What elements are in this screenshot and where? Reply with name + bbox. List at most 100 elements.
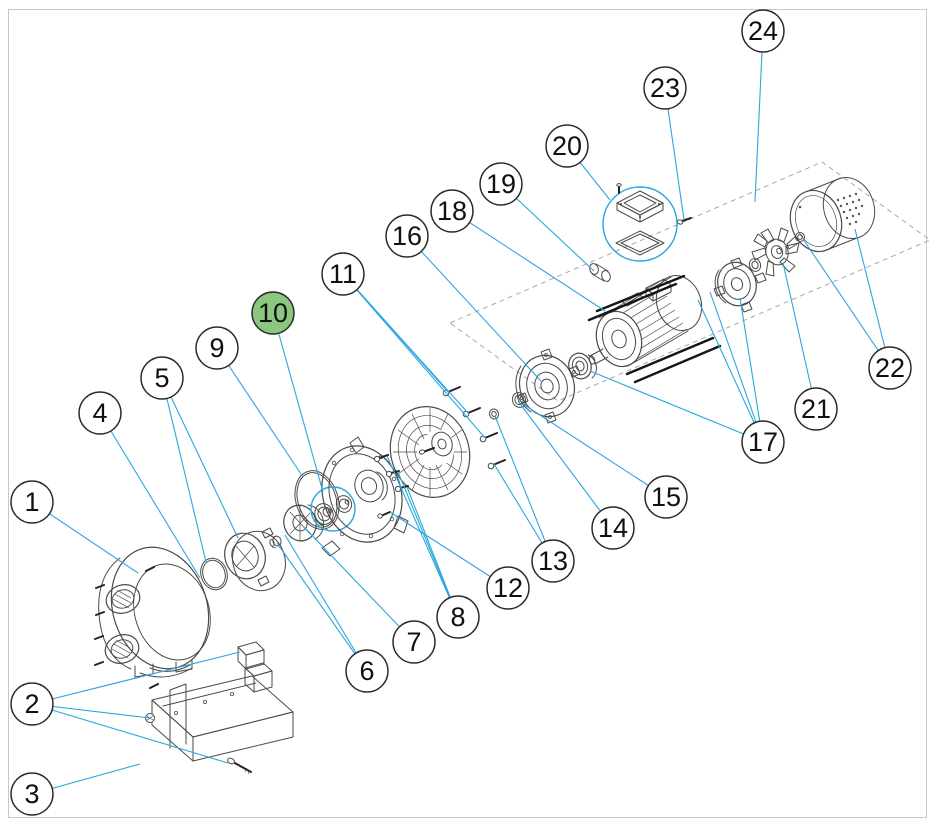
callout-23[interactable]: 23 xyxy=(643,66,687,110)
callout-2[interactable]: 2 xyxy=(10,682,54,726)
svg-text:8: 8 xyxy=(450,602,465,632)
callout-9[interactable]: 9 xyxy=(195,326,239,370)
leader-line-12 xyxy=(389,511,509,589)
fan-cover-grille xyxy=(836,192,864,226)
callout-13[interactable]: 13 xyxy=(531,539,575,583)
base-bolt xyxy=(227,757,252,775)
motor-body xyxy=(587,274,722,384)
callout-6[interactable]: 6 xyxy=(345,649,389,693)
leader-line-15 xyxy=(522,403,667,498)
callout-12[interactable]: 12 xyxy=(486,566,530,610)
seal-plate-gasket xyxy=(294,470,340,530)
callout-21[interactable]: 21 xyxy=(794,387,838,431)
leader-line-13 xyxy=(494,415,554,562)
svg-text:20: 20 xyxy=(552,131,582,161)
leader-line-24 xyxy=(754,30,764,203)
svg-text:17: 17 xyxy=(748,427,778,457)
motor-fan xyxy=(751,227,801,277)
callout-3[interactable]: 3 xyxy=(10,772,54,816)
leader-line-17 xyxy=(739,297,764,443)
seal-highlight-circle xyxy=(310,486,356,532)
svg-text:12: 12 xyxy=(493,573,523,603)
svg-text:13: 13 xyxy=(538,546,568,576)
svg-text:21: 21 xyxy=(801,394,831,424)
cable-gland xyxy=(589,263,611,282)
callout-17[interactable]: 17 xyxy=(741,420,785,464)
svg-text:1: 1 xyxy=(24,487,39,517)
svg-text:7: 7 xyxy=(406,627,421,657)
callout-20[interactable]: 20 xyxy=(545,124,589,168)
callout-5[interactable]: 5 xyxy=(140,356,184,400)
leader-line-8 xyxy=(386,455,459,618)
callout-8[interactable]: 8 xyxy=(436,595,480,639)
leader-line-9 xyxy=(216,347,304,478)
leader-line-4 xyxy=(99,412,201,579)
svg-text:16: 16 xyxy=(392,221,422,251)
svg-text:4: 4 xyxy=(92,398,107,428)
svg-text:24: 24 xyxy=(748,16,778,46)
leader-line-16 xyxy=(406,235,542,382)
leader-line-21 xyxy=(782,262,817,410)
leader-line-6 xyxy=(276,542,368,672)
terminal-box xyxy=(602,183,678,262)
leader-line-22 xyxy=(802,238,891,369)
leader-line-22 xyxy=(854,228,891,369)
svg-text:2: 2 xyxy=(24,689,39,719)
terminal-box-highlight-circle xyxy=(602,186,678,262)
svg-text:14: 14 xyxy=(598,513,628,543)
terminal-box-screw xyxy=(676,217,692,225)
motor-shaft xyxy=(588,348,609,365)
rear-endbell xyxy=(713,257,767,313)
leader-lines xyxy=(31,30,891,795)
svg-text:18: 18 xyxy=(437,196,467,226)
fan-cover xyxy=(789,177,876,253)
callout-7[interactable]: 7 xyxy=(392,620,436,664)
callout-22[interactable]: 22 xyxy=(868,346,912,390)
callout-24[interactable]: 24 xyxy=(741,9,785,53)
callout-18[interactable]: 18 xyxy=(430,189,474,233)
leader-line-18 xyxy=(451,210,606,312)
svg-text:9: 9 xyxy=(209,333,224,363)
diffuser xyxy=(224,527,286,592)
svg-text:3: 3 xyxy=(24,779,39,809)
leader-line-17 xyxy=(697,299,764,443)
callout-16[interactable]: 16 xyxy=(385,214,429,258)
pump-body xyxy=(94,546,211,689)
leader-line-17 xyxy=(589,370,764,443)
svg-text:11: 11 xyxy=(329,259,357,289)
body-o-ring xyxy=(200,557,228,591)
front-endbell xyxy=(515,348,581,424)
leader-line-17 xyxy=(709,291,764,443)
svg-text:22: 22 xyxy=(875,353,905,383)
callout-4[interactable]: 4 xyxy=(78,391,122,435)
callout-10[interactable]: 10 xyxy=(251,291,295,335)
callout-1[interactable]: 1 xyxy=(10,480,54,524)
leader-line-8 xyxy=(406,486,459,618)
leader-line-5 xyxy=(161,377,207,563)
impeller xyxy=(283,504,325,542)
washer xyxy=(488,408,500,420)
leader-line-7 xyxy=(304,527,415,643)
leader-line-2 xyxy=(31,703,229,764)
callout-19[interactable]: 19 xyxy=(479,162,523,206)
anchor-block xyxy=(237,641,265,670)
motor-assembly-dashed-box xyxy=(448,161,932,402)
leader-line-6 xyxy=(284,534,368,672)
wave-washer xyxy=(748,258,762,272)
bearing-shield-disc xyxy=(389,406,471,498)
leader-line-11 xyxy=(342,273,470,415)
svg-text:23: 23 xyxy=(650,73,680,103)
tie-rods xyxy=(587,274,722,384)
svg-text:19: 19 xyxy=(486,169,516,199)
callout-11[interactable]: 11 xyxy=(321,252,365,296)
callout-14[interactable]: 14 xyxy=(591,506,635,550)
leader-line-11 xyxy=(342,273,487,440)
leader-line-5 xyxy=(161,377,239,539)
leader-line-10 xyxy=(272,312,324,493)
callout-15[interactable]: 15 xyxy=(644,475,688,519)
seal-plate xyxy=(321,436,409,557)
leader-line-2 xyxy=(31,651,241,705)
pump-base xyxy=(145,662,294,775)
